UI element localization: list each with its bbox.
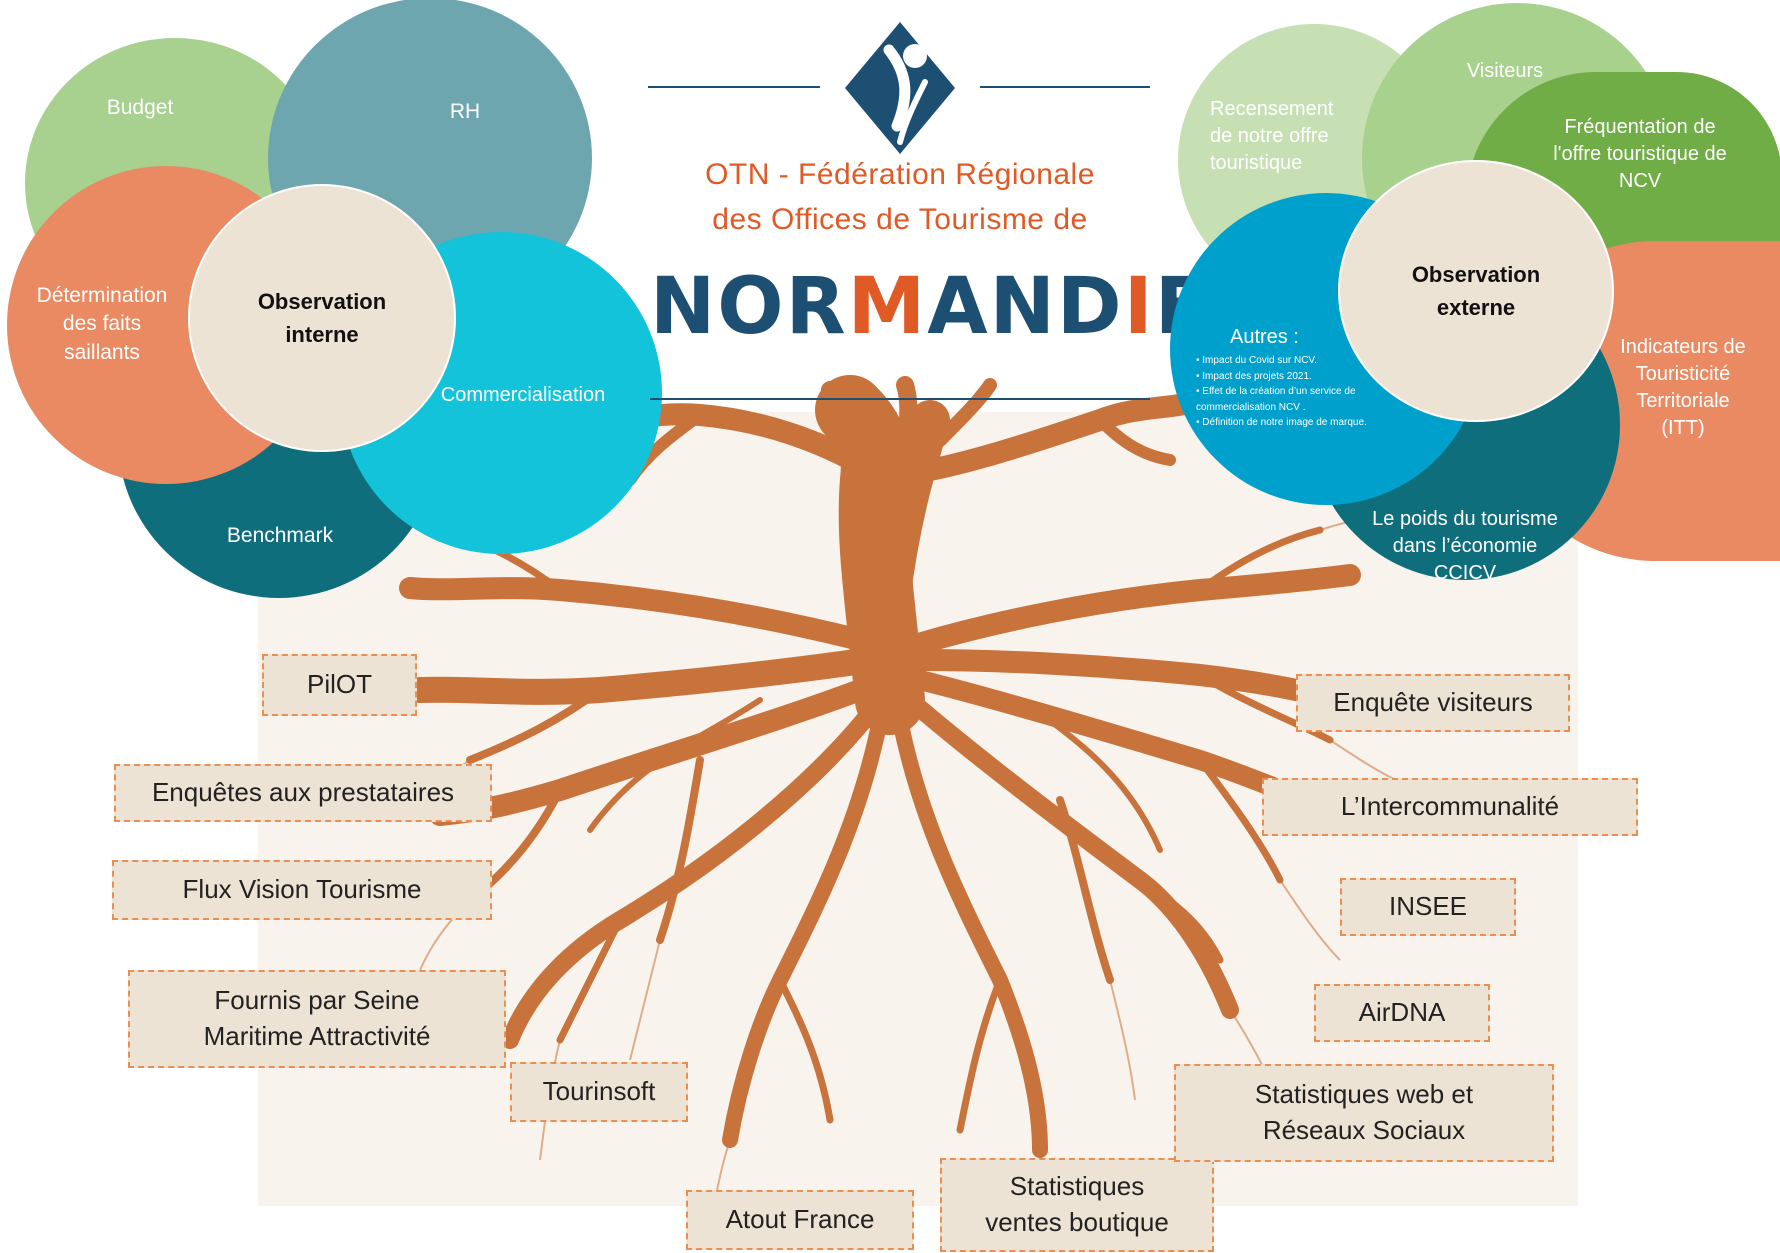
external-observation-center: Observation externe <box>1338 160 1614 422</box>
autres-list: • Impact du Covid sur NCV. • Impact des … <box>1196 353 1426 431</box>
frequentation-label: Fréquentation de l'offre touristique de … <box>1553 116 1727 192</box>
normandie-diamond-logo <box>845 22 955 154</box>
source-statistiques-web: Statistiques web et Réseaux Sociaux <box>1174 1064 1554 1162</box>
indicateurs-label: Indicateurs de Touristicité Territoriale… <box>1620 336 1746 439</box>
budget-label: Budget <box>106 96 174 119</box>
source-enquete-visiteurs: Enquête visiteurs <box>1296 674 1570 732</box>
autres-item: • Effet de la création d’un service de <box>1196 386 1356 397</box>
autres-item: • Impact des projets 2021. <box>1196 370 1312 382</box>
source-insee: INSEE <box>1340 878 1516 936</box>
logo-title: OTN - Fédération Régionale des Offices d… <box>705 158 1095 236</box>
source-atout-france: Atout France <box>686 1190 914 1250</box>
normandie-wordmark: NORMANDIE <box>650 262 1208 352</box>
autres-item: commercialisation NCV . <box>1196 401 1306 413</box>
visiteurs-label: Visiteurs <box>1466 60 1544 82</box>
logo-rule-left <box>648 86 820 88</box>
poids-label: Le poids du tourisme dans l’économie CCI… <box>1372 508 1558 584</box>
recensement-label: Recensement de notre offre touristique <box>1210 98 1334 174</box>
source-intercommunalite: L’Intercommunalité <box>1262 778 1638 836</box>
source-airdna: AirDNA <box>1314 984 1490 1042</box>
source-enquetes-prestataires: Enquêtes aux prestataires <box>114 764 492 822</box>
commercialisation-label: Commercialisation <box>440 384 606 406</box>
rh-label: RH <box>449 100 481 123</box>
autres-item: • Impact du Covid sur NCV. <box>1196 355 1317 366</box>
source-tourinsoft: Tourinsoft <box>510 1062 688 1122</box>
autres-item: • Définition de notre image de marque. <box>1196 417 1367 428</box>
logo-rule-right <box>980 86 1150 88</box>
logo-rule-bottom <box>650 398 1150 400</box>
source-fournis-seine-maritime: Fournis par Seine Maritime Attractivité <box>128 970 506 1068</box>
source-statistiques-ventes: Statistiques ventes boutique <box>940 1158 1214 1252</box>
source-pilot: PilOT <box>262 654 417 716</box>
internal-observation-center: Observation interne <box>188 184 456 452</box>
benchmark-label: Benchmark <box>226 524 334 547</box>
autres-title: Autres : <box>1230 326 1299 348</box>
source-flux-vision: Flux Vision Tourisme <box>112 860 492 920</box>
determination-label: Détermination des faits saillants <box>36 284 168 364</box>
